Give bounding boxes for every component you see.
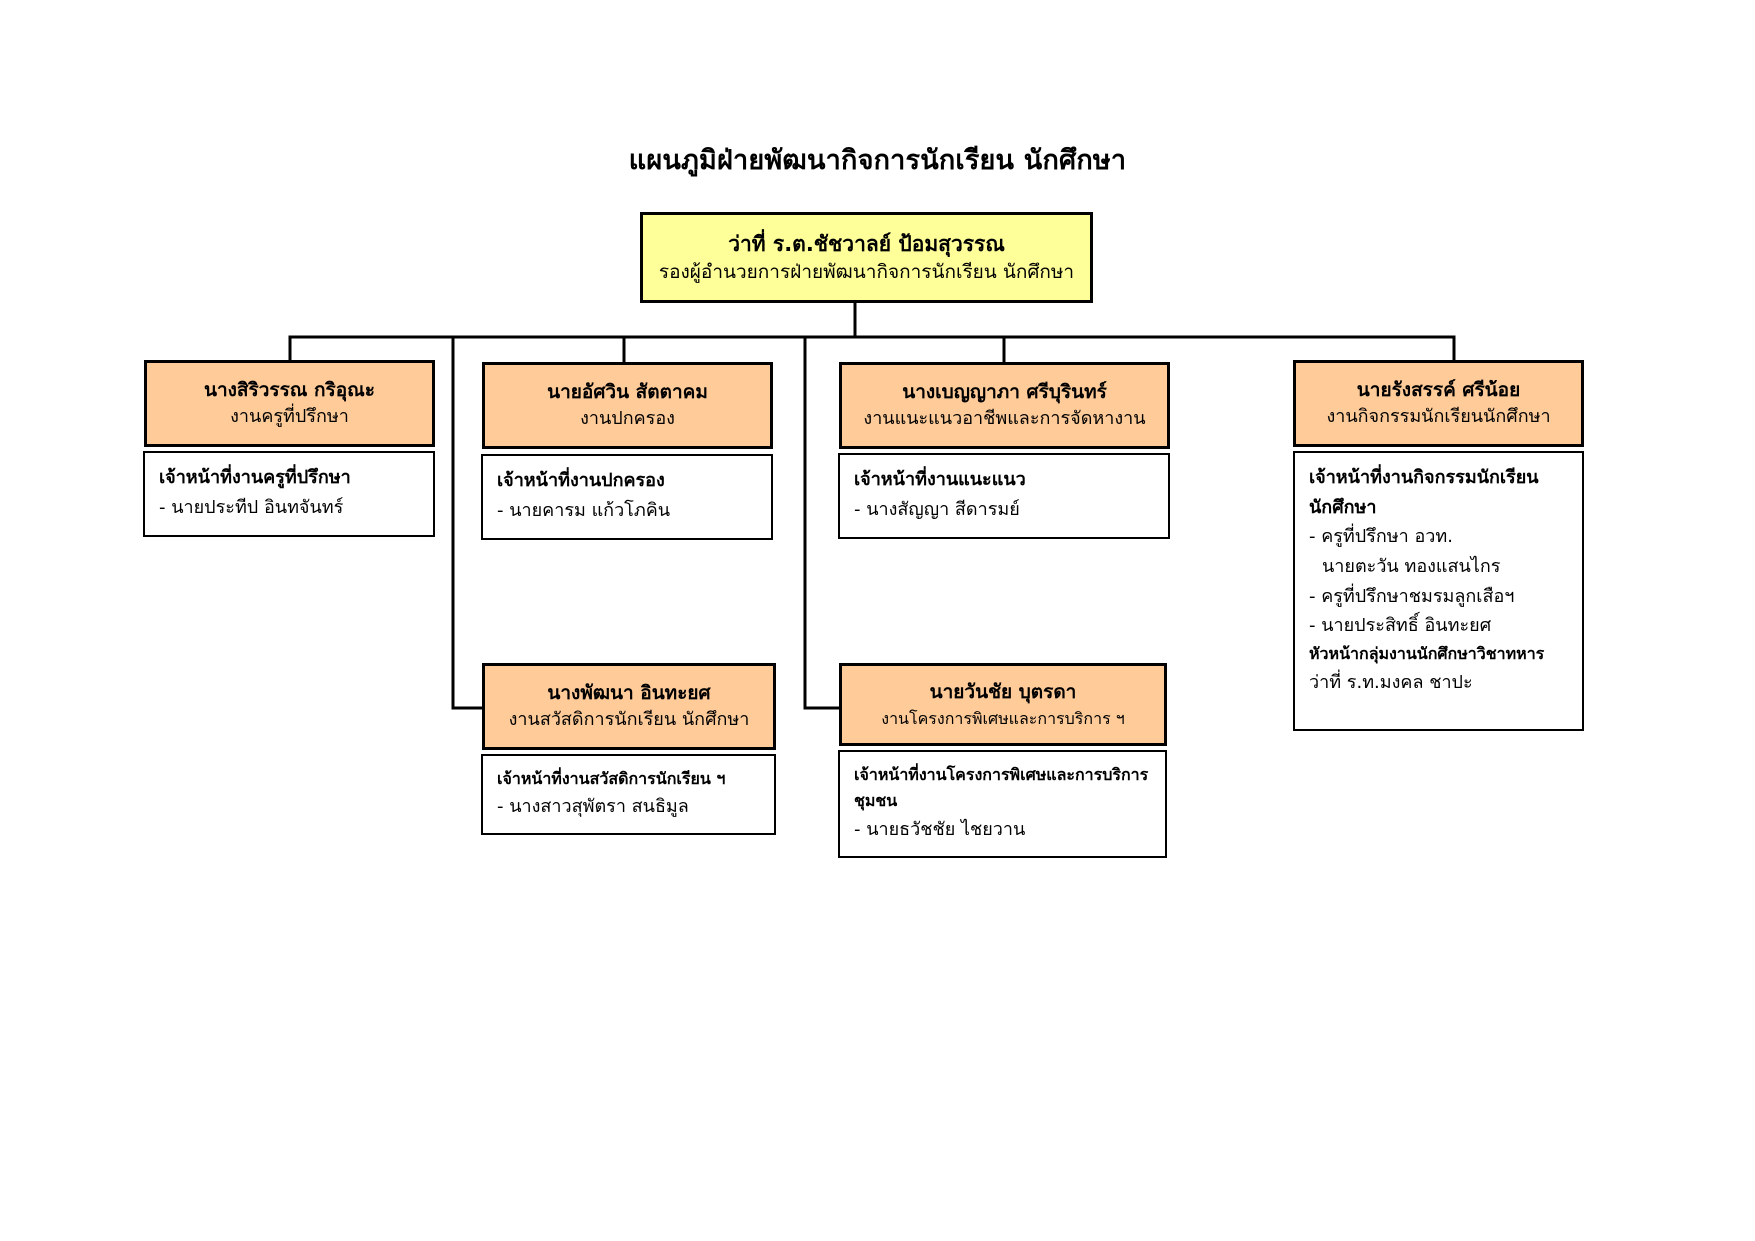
staff-line: - ครูที่ปรึกษา อวท. xyxy=(1309,526,1453,548)
unit-role: งานกิจกรรมนักเรียนนักศึกษา xyxy=(1326,406,1551,428)
staff-line: - นายประทีป อินทจันทร์ xyxy=(159,496,344,518)
staff-title: เจ้าหน้าที่งานโครงการพิเศษและการบริการ xyxy=(854,765,1149,784)
staff-line: - นายประสิทธิ์ อินทะยศ xyxy=(1309,615,1492,637)
staff-box-discipline: เจ้าหน้าที่งานปกครอง - นายคารม แก้วโภคิน xyxy=(481,454,773,540)
staff-line: - นางสัญญา สีดารมย์ xyxy=(854,498,1020,520)
staff-title: เจ้าหน้าที่งานครูที่ปรึกษา xyxy=(159,467,351,488)
unit-box-activities: นายรังสรรค์ ศรีน้อย งานกิจกรรมนักเรียนนั… xyxy=(1293,360,1584,447)
unit-box-special-projects: นายวันชัย บุตรดา งานโครงการพิเศษและการบร… xyxy=(839,663,1167,746)
unit-box-welfare: นางพัฒนา อินทะยศ งานสวัสดิการนักเรียน นั… xyxy=(482,663,776,750)
unit-role: งานปกครอง xyxy=(580,408,675,430)
staff-box-advisor: เจ้าหน้าที่งานครูที่ปรึกษา - นายประทีป อ… xyxy=(143,451,435,537)
head-name: ว่าที่ ร.ต.ชัชวาลย์ ป้อมสุวรรณ xyxy=(728,231,1005,256)
staff-title: นักศึกษา xyxy=(1309,496,1377,518)
staff-title: เจ้าหน้าที่งานกิจกรรมนักเรียน xyxy=(1309,467,1539,488)
staff-title: ชุมชน xyxy=(854,791,898,811)
staff-line: นายตะวัน ทองแสนไกร xyxy=(1322,556,1501,578)
unit-name: นางสิริวรรณ กริอุณะ xyxy=(203,378,375,401)
staff-box-activities: เจ้าหน้าที่งานกิจกรรมนักเรียน นักศึกษา -… xyxy=(1293,451,1584,731)
unit-box-guidance: นางเบญญาภา ศรีบุรินทร์ งานแนะแนวอาชีพและ… xyxy=(839,362,1170,449)
unit-box-advisor: นางสิริวรรณ กริอุณะ งานครูที่ปรึกษา xyxy=(144,360,435,447)
staff-line: ว่าที่ ร.ท.มงคล ชาปะ xyxy=(1309,671,1473,693)
unit-name: นางพัฒนา อินทะยศ xyxy=(547,681,711,704)
head-role: รองผู้อำนวยการฝ่ายพัฒนากิจการนักเรียน นั… xyxy=(658,260,1075,283)
staff-box-guidance: เจ้าหน้าที่งานแนะแนว - นางสัญญา สีดารมย์ xyxy=(838,453,1170,539)
unit-role: งานสวัสดิการนักเรียน นักศึกษา xyxy=(508,709,750,731)
unit-role: งานครูที่ปรึกษา xyxy=(230,406,349,428)
staff-line: - นายคารม แก้วโภคิน xyxy=(497,499,671,521)
head-box: ว่าที่ ร.ต.ชัชวาลย์ ป้อมสุวรรณ รองผู้อำน… xyxy=(640,212,1093,303)
staff-line: - นายธวัชชัย ไชยวาน xyxy=(854,818,1026,840)
unit-role: งานโครงการพิเศษและการบริการ ฯ xyxy=(881,708,1125,728)
unit-role: งานแนะแนวอาชีพและการจัดหางาน xyxy=(863,408,1146,430)
unit-box-discipline: นายอัศวิน สัตตาคม งานปกครอง xyxy=(482,362,773,449)
connector-unit-5 xyxy=(451,335,484,710)
staff-title: เจ้าหน้าที่งานแนะแนว xyxy=(854,469,1026,490)
unit-name: นายวันชัย บุตรดา xyxy=(929,681,1077,704)
staff-line: - นางสาวสุพัตรา สนธิมูล xyxy=(497,796,689,818)
unit-name: นายอัศวิน สัตตาคม xyxy=(547,380,708,403)
connector-unit-6 xyxy=(803,335,841,710)
page-title: แผนภูมิฝ่ายพัฒนากิจการนักเรียน นักศึกษา xyxy=(628,145,1127,176)
staff-line: หัวหน้ากลุ่มงานนักศึกษาวิชาทหาร xyxy=(1309,644,1545,664)
unit-name: นางเบญญาภา ศรีบุรินทร์ xyxy=(902,380,1107,403)
unit-name: นายรังสรรค์ ศรีน้อย xyxy=(1356,378,1521,401)
staff-box-welfare: เจ้าหน้าที่งานสวัสดิการนักเรียน ฯ - นางส… xyxy=(481,754,776,835)
staff-box-special-projects: เจ้าหน้าที่งานโครงการพิเศษและการบริการ ช… xyxy=(838,750,1167,858)
staff-title: เจ้าหน้าที่งานสวัสดิการนักเรียน ฯ xyxy=(497,769,726,788)
staff-title: เจ้าหน้าที่งานปกครอง xyxy=(497,470,665,491)
staff-line: - ครูที่ปรึกษาชมรมลูกเสือฯ xyxy=(1309,585,1515,607)
